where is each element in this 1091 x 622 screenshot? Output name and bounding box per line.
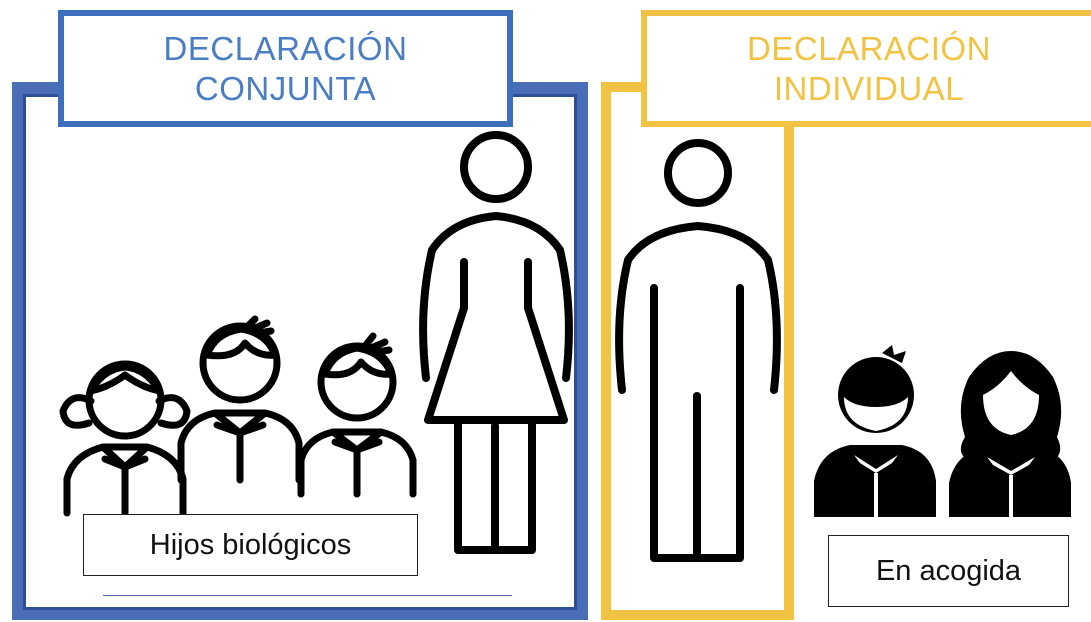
boy-outline-icon xyxy=(297,332,417,498)
boy-outline-icon xyxy=(177,315,303,484)
woman-outline-icon xyxy=(419,131,573,554)
individual-declaration-title: DECLARACIÓN INDIVIDUAL xyxy=(641,10,1091,127)
girl-outline-icon xyxy=(59,360,191,517)
joint-divider-line xyxy=(103,595,512,596)
foster-children-label: En acogida xyxy=(828,535,1069,607)
girl-filled-icon xyxy=(949,351,1071,517)
biological-children-label: Hijos biológicos xyxy=(83,514,418,576)
joint-declaration-title: DECLARACIÓN CONJUNTA xyxy=(58,10,513,127)
man-outline-icon xyxy=(615,139,781,562)
boy-filled-icon xyxy=(814,345,936,517)
